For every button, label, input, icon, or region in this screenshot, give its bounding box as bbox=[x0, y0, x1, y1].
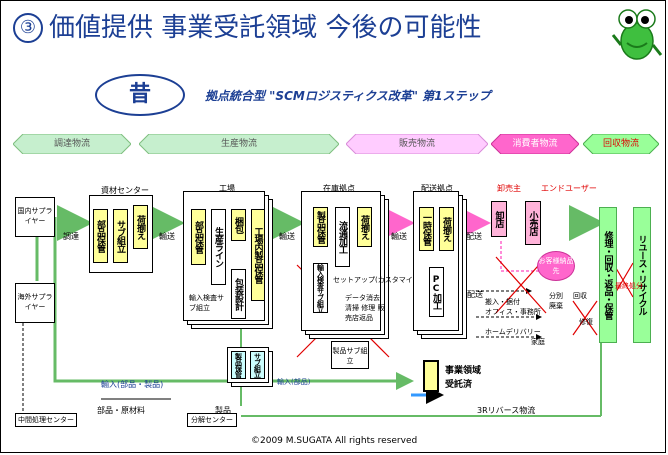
overseas-supplier-label: 海外サプライヤー bbox=[17, 293, 53, 311]
end-user-label: エンドユーザー bbox=[541, 184, 597, 193]
inner-product-storage: 製品保管 bbox=[231, 351, 246, 379]
legend-business-area-swatch bbox=[423, 360, 439, 392]
overseas-supplier: 海外サプライヤー bbox=[15, 283, 55, 323]
intermediate-center: 中間処理センター bbox=[15, 413, 77, 427]
home-delivery-label: ホームデリバリー bbox=[485, 328, 541, 336]
copyright: ©2009 M.SUGATA All rights reserved bbox=[251, 436, 418, 446]
rebuild-label: 修復 bbox=[579, 318, 593, 326]
install-label: 搬入・据付 bbox=[485, 298, 520, 306]
factory-import-inspect: 輸入検査サブ組立 bbox=[189, 294, 224, 312]
collect-label: 回収 bbox=[573, 292, 587, 300]
import-parts-label: 輸入(部品) bbox=[277, 378, 311, 386]
phase-procurement: 調達物流 bbox=[13, 134, 131, 154]
inv-repair: データ消去 清掃 修理 販売店返品 bbox=[345, 294, 385, 322]
retail-store: 小売店 bbox=[525, 201, 541, 245]
inv-setup: セットアップ(カスタマイズ) bbox=[333, 276, 423, 284]
inv-sorting: 荷揃え bbox=[357, 207, 372, 247]
factory-production-line: 生産ライン bbox=[211, 209, 226, 285]
mc-parts-storage: 部品保管 bbox=[93, 209, 108, 263]
house-label: 家庭 bbox=[531, 338, 545, 346]
deliver-label-1: 配送 bbox=[466, 232, 482, 241]
wholesaler-label: 卸売主 bbox=[497, 184, 521, 193]
legend-business-area: 事業領域 bbox=[445, 366, 482, 376]
ship-label-1: 輸送 bbox=[159, 232, 175, 241]
inner-sub-assembly: サブ組立 bbox=[250, 351, 265, 379]
import-flow-label: 輸入(部品・製品) bbox=[101, 380, 164, 389]
inv-import-inspect: 輸入検査サブ組立 bbox=[313, 263, 328, 313]
reverse-logistics-label: 3Rリバース物流 bbox=[477, 406, 536, 415]
ship-label-2: 輸送 bbox=[279, 232, 295, 241]
product-label: 製品 bbox=[215, 406, 231, 415]
title-text: 価値提供 事業受託領域 今後の可能性 bbox=[49, 13, 482, 43]
legend-contracted: 受託済 bbox=[445, 380, 473, 390]
factory-product-storage: 工場内製品保管 bbox=[251, 209, 265, 301]
sort-disposal-label: 分別廃棄 bbox=[549, 292, 563, 310]
office-label: オフィス・事務所 bbox=[485, 308, 541, 316]
phase-consumer-label: 消費者物流 bbox=[512, 139, 558, 149]
phase-recovery-label: 回収物流 bbox=[602, 139, 639, 149]
wholesale-store: 卸店 bbox=[491, 201, 507, 237]
phase-procurement-label: 調達物流 bbox=[53, 139, 90, 149]
phase-production: 生産物流 bbox=[139, 134, 339, 154]
title-number: ③ bbox=[13, 13, 43, 43]
customer-destination: お客様納品先 bbox=[537, 251, 575, 281]
procure-label: 調達 bbox=[63, 232, 79, 241]
page-subtitle: 拠点統合型 "SCMロジスティクス改革" 第1ステップ bbox=[205, 89, 491, 103]
material-center-title: 資材センター bbox=[101, 186, 149, 195]
phase-sales: 販売物流 bbox=[346, 134, 488, 154]
inv-processing: 流通加工 bbox=[335, 207, 350, 267]
factory-packing: 梱包 bbox=[231, 209, 246, 241]
ship-label-3: 輸送 bbox=[391, 232, 407, 241]
factory-parts-storage: 部品保管 bbox=[191, 209, 206, 265]
era-badge: 昔 bbox=[95, 74, 185, 116]
recycle-flow: リユース・リサイクル bbox=[633, 207, 651, 343]
phase-sales-label: 販売物流 bbox=[398, 139, 435, 149]
inv-product-sub-box: 製品サブ組立 bbox=[331, 341, 369, 369]
frog-mascot-icon bbox=[611, 9, 663, 60]
delivery-title: 配送拠点 bbox=[421, 184, 453, 193]
domestic-supplier-label: 国内サプライヤー bbox=[17, 207, 53, 225]
mc-sub-assembly: サブ組立 bbox=[113, 209, 128, 263]
factory-title: 工場 bbox=[219, 184, 235, 193]
inv-product-sub-label: 製品サブ組立 bbox=[332, 347, 368, 365]
recovery-flow: 修理・回収・返品・保管 bbox=[599, 207, 617, 343]
mc-sorting: 荷揃え bbox=[133, 205, 148, 249]
inv-product-storage: 製品保管 bbox=[313, 207, 328, 247]
final-disposal-label: 最終処分 bbox=[615, 282, 643, 290]
phase-recovery: 回収物流 bbox=[583, 134, 659, 154]
deliver-label-2: 配送 bbox=[467, 290, 483, 299]
delivery-pc-processing: PC加工 bbox=[429, 267, 444, 317]
delivery-temp-storage: 一時保管 bbox=[419, 207, 434, 251]
factory-packaging-design: 包装設計 bbox=[231, 269, 246, 319]
phase-production-label: 生産物流 bbox=[220, 139, 257, 149]
delivery-sorting: 荷揃え bbox=[439, 207, 454, 251]
phase-consumer: 消費者物流 bbox=[491, 134, 579, 154]
domestic-supplier: 国内サプライヤー bbox=[15, 197, 55, 237]
decomposition-center: 分解センター bbox=[187, 413, 237, 427]
parts-material-label: 部品・原材料 bbox=[97, 406, 145, 415]
inventory-title: 在庫拠点 bbox=[323, 184, 355, 193]
